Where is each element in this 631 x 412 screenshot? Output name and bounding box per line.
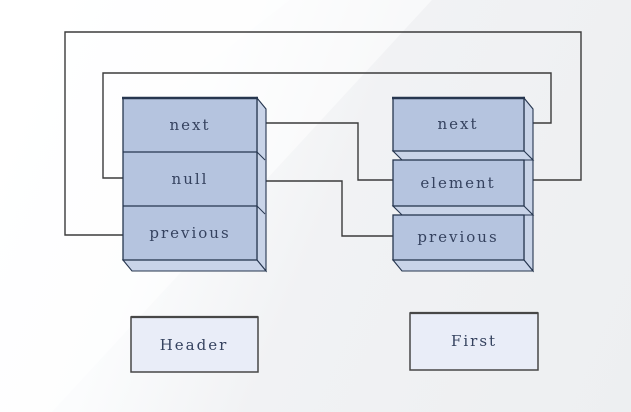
header-node: next null previous [121, 96, 268, 273]
header-next-cell-label: next [169, 116, 210, 134]
connector-to-first-previous [265, 180, 393, 237]
first-element-cell-label: element [420, 174, 495, 192]
divider-notch [256, 205, 266, 215]
first-label: First [451, 332, 497, 350]
first-previous-cell-label: previous [417, 228, 498, 246]
header-node-bottom-face [121, 259, 268, 272]
first-next-cell-label: next [437, 115, 478, 133]
connector-header-next-to-first [265, 122, 393, 181]
header-node-face [122, 97, 258, 261]
connector-outer-loop [64, 31, 582, 236]
first-node-bottom-face [391, 259, 535, 272]
header-label-box: Header [130, 315, 259, 373]
header-previous-cell-label: previous [149, 224, 230, 242]
first-next-cell-face [392, 97, 525, 152]
first-element-cell-face [392, 159, 525, 207]
connector-inner-loop [102, 72, 552, 179]
first-node: next element previous [391, 96, 535, 273]
header-label-rect [130, 316, 259, 373]
first-node-bevel-band [391, 205, 535, 216]
first-node-bevel-band [391, 150, 535, 161]
first-node-side-face [523, 96, 534, 273]
first-label-rect [409, 312, 539, 371]
first-label-box: First [409, 311, 539, 371]
divider-notch [256, 151, 266, 161]
header-label: Header [160, 336, 229, 354]
first-previous-cell-face [392, 214, 525, 261]
header-null-cell-label: null [172, 170, 209, 188]
header-node-side-face [256, 96, 267, 273]
